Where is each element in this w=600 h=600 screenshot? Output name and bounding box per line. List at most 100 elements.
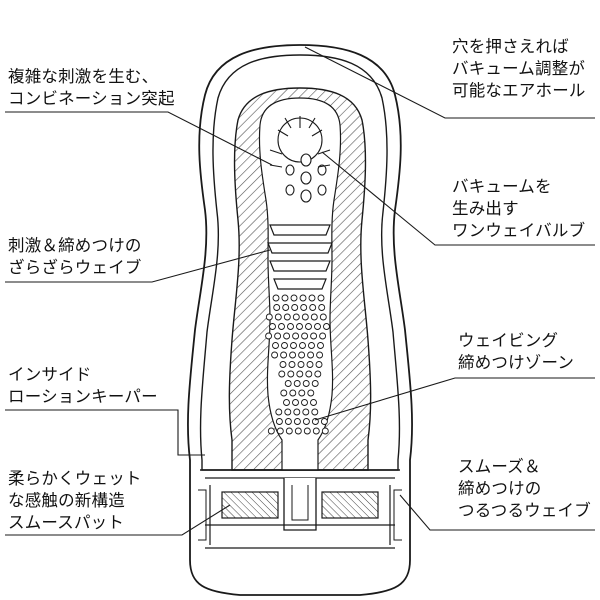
callout-line: な感触の新構造 xyxy=(8,491,125,510)
texture-dot xyxy=(272,294,280,302)
texture-dot xyxy=(318,304,326,311)
callout-line: 複雑な刺激を生む、 xyxy=(8,67,159,86)
texture-dot xyxy=(267,427,275,435)
callout-lotion-keeper: インサイド ローションキーパー xyxy=(8,364,158,408)
texture-dot xyxy=(284,418,292,425)
texture-dot xyxy=(302,418,310,425)
texture-dot xyxy=(281,342,288,349)
texture-dot xyxy=(265,313,273,321)
callout-combination-bumps: 複雑な刺激を生む、 コンビネーション突起 xyxy=(8,66,175,110)
texture-dot xyxy=(271,351,279,359)
texture-dot xyxy=(291,304,299,311)
texture-dot xyxy=(319,313,327,321)
texture-dot xyxy=(280,389,288,397)
texture-dot xyxy=(289,389,297,397)
callout-line: コンビネーション突起 xyxy=(8,89,175,108)
texture-dot xyxy=(312,427,320,435)
texture-dot xyxy=(320,418,328,425)
callout-line: ワンウェイバルブ xyxy=(452,221,586,240)
texture-dot xyxy=(311,408,319,416)
texture-dot xyxy=(278,370,286,378)
texture-dot xyxy=(308,294,316,302)
texture-dot xyxy=(311,380,319,387)
texture-dot xyxy=(308,342,315,349)
combination-bumps xyxy=(269,116,331,203)
texture-dot xyxy=(281,294,289,302)
texture-dot xyxy=(319,332,327,340)
callout-line: 締めつけの xyxy=(458,479,542,498)
texture-dot xyxy=(317,342,324,349)
texture-dot xyxy=(280,351,288,359)
texture-dot xyxy=(294,427,302,435)
callout-line: つるつるウェイブ xyxy=(458,501,591,520)
leader-waving-zone xyxy=(314,377,595,421)
callout-valve: バキュームを 生み出す ワンウェイバルブ xyxy=(452,176,585,242)
leader-smooth-wave xyxy=(399,494,595,531)
texture-dot xyxy=(290,342,297,349)
texture-dot xyxy=(274,332,282,340)
leader-lotion-keeper xyxy=(5,409,205,456)
texture-dot xyxy=(283,313,291,321)
callout-rough-wave: 刺激＆締めつけの ざらざらウェイブ xyxy=(8,235,142,279)
texture-dot xyxy=(317,294,325,302)
texture-dot xyxy=(292,332,300,340)
callout-line: インサイド xyxy=(8,365,92,384)
texture-dot xyxy=(278,323,285,330)
texture-dot xyxy=(273,304,281,311)
cup-outer-shell xyxy=(187,44,413,596)
texture-dot xyxy=(301,313,309,321)
texture-dot xyxy=(293,408,301,416)
texture-dot xyxy=(265,332,273,340)
texture-dot xyxy=(285,427,293,435)
texture-dot xyxy=(299,342,306,349)
texture-dot xyxy=(305,323,312,330)
leader-lines xyxy=(5,46,595,536)
texture-dot xyxy=(303,427,311,435)
texture-dot xyxy=(316,351,324,359)
callout-line: 穴を押さえれば xyxy=(452,37,569,56)
texture-dot xyxy=(310,313,318,321)
texture-dot xyxy=(276,427,284,435)
texture-dot xyxy=(284,380,292,387)
callout-line: ざらざらウェイブ xyxy=(8,258,142,277)
texture-dot xyxy=(275,418,283,425)
texture-dot xyxy=(302,408,310,416)
texture-dot xyxy=(305,370,313,378)
texture-dot xyxy=(282,304,290,311)
leader-combination xyxy=(5,111,273,166)
leader-valve xyxy=(321,151,595,246)
texture-dot xyxy=(323,323,330,330)
cup-base xyxy=(198,469,402,549)
callout-air-hole: 穴を押さえれば バキューム調整が 可能なエアホール xyxy=(452,36,586,102)
callout-line: バキュームを xyxy=(452,177,552,196)
texture-dot xyxy=(290,294,298,302)
texture-dot xyxy=(310,399,317,406)
leader-rough-wave xyxy=(5,249,271,283)
texture-dot xyxy=(306,361,314,368)
texture-dot xyxy=(287,370,295,378)
texture-dot xyxy=(307,351,315,359)
texture-dot xyxy=(288,361,296,368)
callout-line: ローションキーパー xyxy=(8,387,158,406)
texture-dot xyxy=(289,351,297,359)
callout-smooth-wave: スムーズ＆ 締めつけの つるつるウェイブ xyxy=(458,456,591,522)
texture-dot xyxy=(296,323,303,330)
texture-dot xyxy=(293,380,301,387)
callout-soft-pad: 柔らかくウェット な感触の新構造 スムースパット xyxy=(8,468,142,534)
texture-dot xyxy=(292,399,299,406)
texture-dot xyxy=(298,351,306,359)
callout-line: 可能なエアホール xyxy=(452,81,586,100)
texture-dot xyxy=(310,332,318,340)
texture-dot xyxy=(292,313,300,321)
texture-dot xyxy=(298,389,306,397)
texture-dot xyxy=(309,304,317,311)
texture-dot xyxy=(297,361,305,368)
texture-dot xyxy=(272,342,279,349)
callout-line: スムーズ＆ xyxy=(458,457,541,476)
texture-dot xyxy=(301,399,308,406)
texture-dot xyxy=(293,418,301,425)
callout-line: スムースパット xyxy=(8,513,125,532)
callout-line: 生み出す xyxy=(452,199,519,218)
texture-dot xyxy=(274,313,282,321)
